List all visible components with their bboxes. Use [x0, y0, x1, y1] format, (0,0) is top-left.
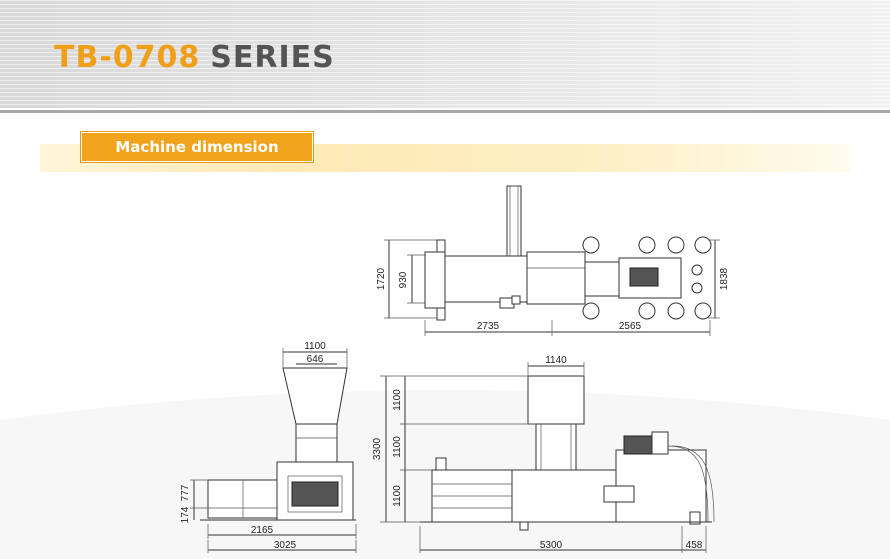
- series-word: SERIES: [210, 40, 335, 75]
- dim-side-height-low-b: 777: [180, 484, 191, 501]
- section-label: Machine dimension: [82, 133, 312, 161]
- plan-feed-cylinder: [506, 185, 522, 257]
- side-view: 1100 646 174 777 2165 3025: [180, 341, 357, 553]
- header-rule: [0, 110, 890, 113]
- plan-cylinder-body: [584, 261, 620, 297]
- plan-left-end-block: [424, 251, 446, 309]
- plan-motor: [629, 267, 659, 287]
- plan-view: 1720 930 1838 2735 2565: [376, 185, 730, 336]
- plan-hopper: [526, 251, 586, 305]
- front-press-body: [511, 469, 617, 523]
- plan-reels: [582, 236, 712, 320]
- front-view: 1140 3300 1100 1100 1100 5300 458: [372, 355, 715, 553]
- dim-front-segment-bottom: 1100: [392, 485, 403, 507]
- series-code: TB-0708: [54, 40, 201, 75]
- front-hopper: [527, 375, 585, 425]
- dim-front-segment-top: 1100: [392, 389, 403, 411]
- dim-front-overall-length: 5300: [540, 540, 563, 551]
- front-hopper-throat: [535, 423, 577, 471]
- dim-side-height-low-a: 174: [180, 506, 191, 523]
- dim-side-chamber-length: 2165: [251, 525, 274, 536]
- dim-front-hopper-width: 1140: [545, 355, 567, 366]
- plan-power-unit: [618, 257, 682, 299]
- plan-chamber: [444, 255, 528, 303]
- dim-side-overall-length: 3025: [274, 540, 297, 551]
- dim-front-segment-mid: 1100: [392, 436, 403, 458]
- side-hopper-throat: [295, 423, 338, 463]
- front-motor: [623, 435, 653, 455]
- dim-plan-overall-depth: 1838: [719, 267, 730, 290]
- side-bale-chute: [207, 479, 278, 519]
- dim-front-tail-length: 458: [686, 540, 703, 551]
- dim-plan-length-left: 2735: [477, 321, 500, 332]
- dim-plan-length-right: 2565: [619, 321, 642, 332]
- side-compression-plate: [291, 481, 339, 507]
- header-band: [0, 0, 890, 108]
- dim-side-hopper-top: 1100: [304, 341, 326, 352]
- dim-plan-overall-width: 1720: [376, 267, 387, 290]
- series-title: TB-0708 SERIES: [54, 38, 335, 78]
- dim-plan-inner-width: 930: [398, 271, 409, 288]
- dim-side-hopper-throat: 646: [307, 354, 324, 365]
- dim-front-overall-height: 3300: [372, 437, 383, 460]
